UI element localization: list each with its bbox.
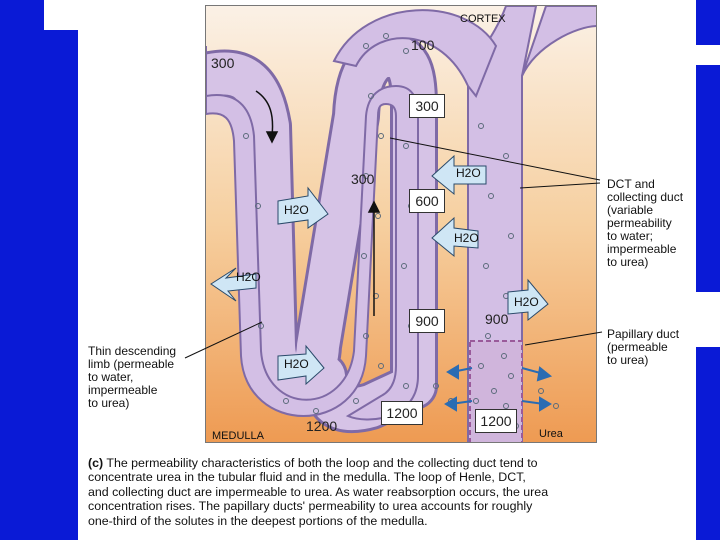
nephron-svg xyxy=(206,6,596,442)
callout-dct-line: to urea) xyxy=(607,255,649,269)
value-box-600: 600 xyxy=(409,189,445,213)
callout-dct-line: permeability xyxy=(607,216,672,230)
value-box-1200-b: 1200 xyxy=(475,409,517,433)
water-arrows xyxy=(210,154,549,386)
value-100: 100 xyxy=(411,37,435,53)
h2o-label-6: H2O xyxy=(514,295,539,309)
value-900-plain: 900 xyxy=(485,311,509,327)
callout-descending: Thin descending limb (permeable to water… xyxy=(88,345,176,410)
urea-arrows xyxy=(444,364,553,412)
caption-line: one-third of the solutes in the deepest … xyxy=(88,513,428,528)
callout-descending-line: to water, xyxy=(88,370,134,384)
callout-descending-line: Thin descending xyxy=(88,344,177,358)
side-decoration-top xyxy=(696,45,720,65)
caption-line: The permeability characteristics of both… xyxy=(106,456,538,470)
callout-descending-line: to urea) xyxy=(88,396,130,410)
side-decoration-bottom xyxy=(696,292,720,347)
callout-dct-line: impermeable xyxy=(607,242,677,256)
callout-dct-line: (variable xyxy=(607,203,654,217)
urea-label: Urea xyxy=(539,428,563,440)
h2o-label-2: H2O xyxy=(236,270,261,284)
callout-descending-line: limb (permeable xyxy=(88,357,175,371)
caption-line: concentration rises. The papillary ducts… xyxy=(88,499,533,514)
caption-tag: (c) xyxy=(88,456,104,470)
value-box-900: 900 xyxy=(409,309,445,333)
callout-descending-line: impermeable xyxy=(88,383,158,397)
flow-arrows xyxy=(255,90,381,316)
h2o-label-1: H2O xyxy=(284,203,309,217)
corner-decoration xyxy=(44,0,78,30)
callout-dct-line: collecting duct xyxy=(607,190,684,204)
value-1200-bottom: 1200 xyxy=(306,418,338,434)
caption-line: concentrate urea in the tubular fluid an… xyxy=(88,470,526,485)
h2o-label-4: H2O xyxy=(456,166,481,180)
h2o-label-3: H2O xyxy=(284,357,309,371)
callout-papillary-line: (permeable xyxy=(607,340,668,354)
h2o-label-5: H2O xyxy=(454,231,479,245)
figure-caption: (c) The permeability characteristics of … xyxy=(88,456,648,528)
callout-papillary-line: Papillary duct xyxy=(607,327,680,341)
callout-dct-line: DCT and xyxy=(607,177,655,191)
caption-line: and collecting duct are impermeable to u… xyxy=(88,484,549,499)
value-box-300: 300 xyxy=(409,94,445,118)
medulla-label: MEDULLA xyxy=(212,430,264,442)
callout-dct-line: to water; xyxy=(607,229,654,243)
value-300-top-left: 300 xyxy=(211,55,235,71)
callout-papillary: Papillary duct (permeable to urea) xyxy=(607,328,679,367)
callout-dct: DCT and collecting duct (variable permea… xyxy=(607,178,683,269)
value-box-1200-a: 1200 xyxy=(381,401,423,425)
nephron-diagram: CORTEX MEDULLA 100 300 300 300 600 900 9… xyxy=(205,5,597,443)
cortex-label: CORTEX xyxy=(460,13,506,25)
callout-papillary-line: to urea) xyxy=(607,353,649,367)
side-stripe xyxy=(700,70,720,290)
value-300-mid: 300 xyxy=(351,171,375,187)
